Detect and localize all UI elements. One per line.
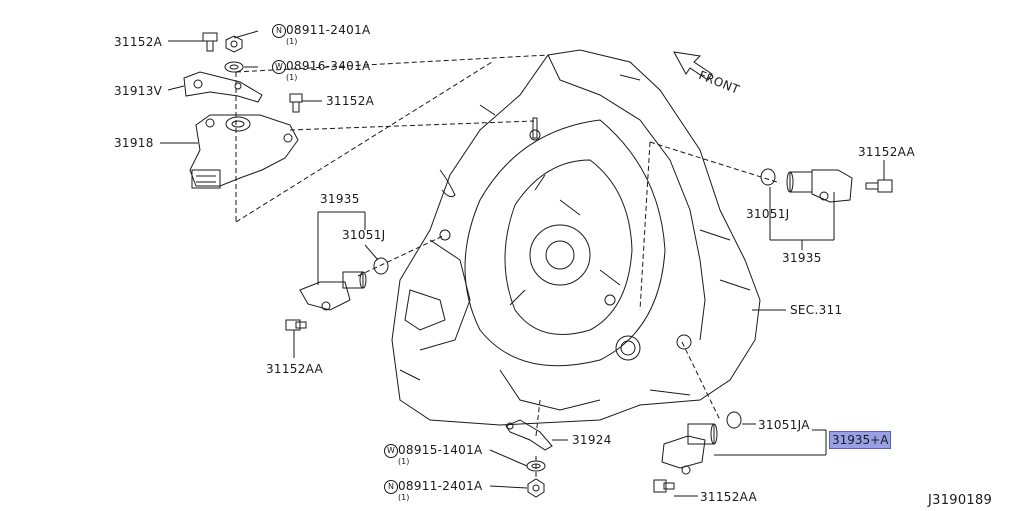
label-31051JA[interactable]: 31051JA [758,418,810,432]
qty-washer-bottom: (1) [398,457,410,466]
label-31152AA-left[interactable]: 31152AA [266,362,324,376]
label-sec-311[interactable]: SEC.311 [790,303,843,317]
washer-bottom-prefix-marker: W [384,444,398,458]
qty-nut-bottom: (1) [398,493,410,502]
label-nut-bottom[interactable]: 08911-2401A [398,479,483,493]
bolt-31152A-mid-icon [289,93,303,113]
label-31935-right[interactable]: 31935 [782,251,822,265]
sensor-31935-left-icon [299,271,367,311]
inhibitor-switch-31918-icon [189,114,299,189]
transmission-housing [391,49,761,426]
bracket-31924-icon [505,419,553,451]
washer-prefix-marker: W [272,60,286,74]
label-31918[interactable]: 31918 [114,136,154,150]
label-31924[interactable]: 31924 [572,433,612,447]
label-nut-top[interactable]: 08911-2401A [286,23,371,37]
bolt-31152A-top-icon [202,32,218,52]
nut-top-icon [225,35,243,53]
label-31152AA-right[interactable]: 31152AA [858,145,916,159]
o-ring-31051JA-icon [726,411,742,429]
nut-bottom-icon [527,478,545,498]
nut-bottom-prefix-marker: N [384,480,398,494]
bolt-31152AA-left-icon [285,319,307,331]
label-washer-top[interactable]: 08916-3401A [286,59,371,73]
label-31152A-mid[interactable]: 31152A [326,94,375,108]
nut-prefix-marker: N [272,24,286,38]
bracket-31913V-icon [183,71,263,103]
bolt-31152AA-right-icon [865,179,893,193]
label-31935A-highlighted[interactable]: 31935+A [829,431,892,449]
sensor-31935-right-icon [786,169,853,203]
guide-dashed-lines [235,54,781,478]
o-ring-31051J-right-icon [760,168,776,186]
washer-top-icon [224,61,244,73]
label-31935-left[interactable]: 31935 [320,192,360,206]
label-31152A-top[interactable]: 31152A [114,35,163,49]
qty-nut-top: (1) [286,37,298,46]
sensor-31935A-bottom-icon [661,423,718,475]
leader-lines [160,30,885,497]
label-31051J-left[interactable]: 31051J [342,228,386,242]
front-arrow-icon [673,51,713,81]
label-31913V[interactable]: 31913V [114,84,163,98]
diagram-id: J3190189 [928,493,993,508]
qty-washer-top: (1) [286,73,298,82]
label-31051J-right[interactable]: 31051J [746,207,790,221]
label-31152AA-bottom[interactable]: 31152AA [700,490,758,504]
label-washer-bottom[interactable]: 08915-1401A [398,443,483,457]
o-ring-31051J-left-icon [373,257,389,275]
bolt-31152AA-bottom-icon [653,479,675,493]
